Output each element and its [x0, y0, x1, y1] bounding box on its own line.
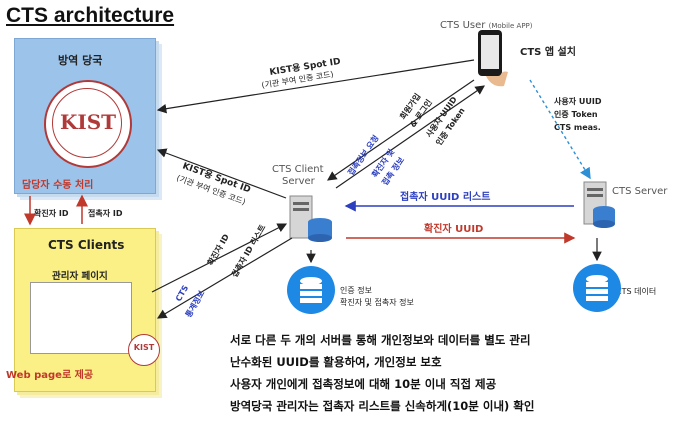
bullet-3: 사용자 개인에게 접촉정보에 대해 10분 이내 직접 제공: [230, 377, 497, 391]
bullet-4: 방역당국 관리자는 접촉자 리스트를 신속하게(10분 이내) 확인: [230, 399, 535, 413]
db-client-label-2: 확진자 및 접촉자 정보: [340, 298, 414, 307]
app-install-label: CTS 앱 설치: [520, 47, 576, 58]
kist-small-logo-text: KIST: [133, 343, 155, 352]
page-title: CTS architecture: [6, 4, 175, 27]
server-info-label-1: 사용자 UUID: [554, 96, 602, 106]
spot-id-mid-arrow: [156, 148, 287, 199]
client-server-icon: [289, 195, 332, 242]
manual-processing-label: 담당자 수동 처리: [22, 180, 94, 191]
cts-user-name: CTS User: [440, 20, 486, 31]
client-database-icon: [287, 266, 335, 314]
server-info-label-3: CTS meas.: [554, 123, 601, 132]
bullet-2: 난수화된 UUID를 활용하여, 개인정보 보호: [230, 355, 442, 369]
confirmed-id-to-server-arrow: [151, 223, 288, 293]
web-page-label: Web page로 제공: [6, 370, 94, 381]
spot-id-top-arrow: [156, 59, 475, 114]
cts-server-label: CTS Server: [612, 186, 668, 197]
client-server-label-1: CTS Client: [272, 164, 324, 175]
client-server-label-2: Server: [282, 176, 315, 187]
cts-user-sub: (Mobile APP): [488, 22, 533, 30]
server-database-icon: [573, 264, 621, 312]
health-authority-title: 방역 당국: [58, 54, 103, 67]
user-to-server-dotted-arrow: [529, 79, 591, 180]
server-info-label-2: 인증 Token: [554, 109, 598, 119]
confirmed-uuid-label: 확진자 UUID: [424, 222, 483, 235]
contact-uuid-list-label: 접촉자 UUID 리스트: [400, 190, 490, 203]
uuid-token-arrow: [335, 85, 485, 189]
kist-logo-text: KIST: [59, 110, 117, 134]
bullet-1: 서로 다른 두 개의 서버를 통해 개인정보와 데이터를 별도 관리: [230, 333, 531, 347]
admin-page-label: 관리자 페이지: [52, 271, 108, 282]
phone-icon: [478, 30, 508, 87]
confirmed-id-2-label: 확진자 ID: [205, 232, 231, 267]
db-client-label-1: 인증 정보: [340, 286, 372, 295]
cts-server-icon: [583, 181, 615, 228]
contact-list-to-client-arrow: [156, 237, 293, 319]
signup-arrow: [327, 79, 475, 181]
cts-user-title: CTS User (Mobile APP): [440, 20, 533, 31]
clients-title: CTS Clients: [48, 238, 125, 252]
admin-page-thumbnail: [30, 282, 132, 354]
confirmed-id-label: 확진자 ID: [34, 208, 69, 218]
db-server-label: CTS 데이터: [616, 287, 657, 296]
kist-small-logo: KIST: [128, 334, 160, 366]
contact-id-label: 접촉자 ID: [88, 208, 123, 218]
kist-logo: KIST: [44, 80, 132, 168]
